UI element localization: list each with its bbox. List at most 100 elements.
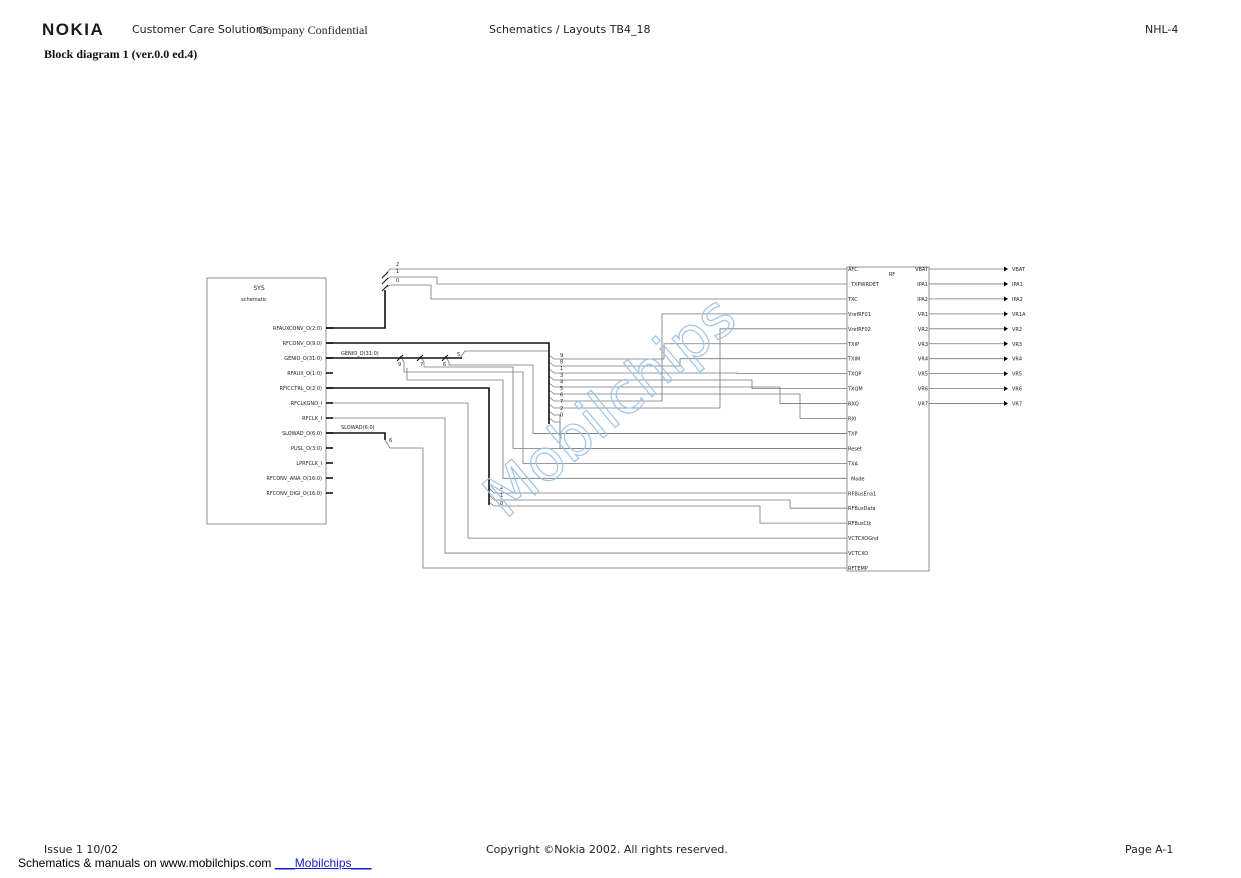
output-port-label: VR6 bbox=[1012, 387, 1022, 393]
rf-left-pin-label: TXPWRDET bbox=[850, 282, 880, 288]
bit-label: 9 bbox=[560, 353, 563, 359]
bit-label: 5 bbox=[560, 386, 563, 392]
rf-left-pin-label: TXA bbox=[847, 461, 858, 467]
rf-right-pin-label: VR2 bbox=[918, 327, 928, 333]
wire-rfconv-bit bbox=[548, 343, 847, 360]
sys-pin-label: LPRFCLK_I bbox=[296, 461, 322, 467]
rf-left-pin-label: Reset bbox=[848, 446, 862, 452]
bus-entry bbox=[381, 284, 389, 292]
mobilchips-link[interactable]: ___Mobilchips___ bbox=[274, 856, 372, 870]
header-department: Customer Care Solutions bbox=[132, 23, 269, 36]
wire-genio-5 bbox=[459, 350, 549, 359]
header-model: NHL-4 bbox=[1145, 23, 1179, 36]
output-arrow bbox=[1004, 386, 1008, 392]
sys-block-name: SYS bbox=[253, 285, 264, 292]
bit-label: 1 bbox=[396, 269, 399, 275]
wire-rfconv-bit bbox=[548, 313, 847, 402]
wire-genio-6 bbox=[444, 355, 847, 434]
bit-label: 6 bbox=[389, 438, 392, 444]
bit-label: 3 bbox=[560, 373, 563, 379]
wire-rfconv-bit bbox=[548, 382, 847, 404]
bus-rficctrl bbox=[326, 387, 490, 505]
footer-copyright: Copyright ©Nokia 2002. All rights reserv… bbox=[486, 843, 728, 856]
rf-left-pin-label: RFBusData bbox=[848, 506, 876, 512]
sys-block bbox=[206, 277, 327, 525]
rf-left-pins: AFCTXPWRDETTXCVrefRF01VrefRF02TXIPTXIMTX… bbox=[847, 267, 880, 572]
rf-right-pin-label: VR4 bbox=[918, 357, 928, 363]
sys-pins: RFAUXCONV_O(2:0)RFCONV_O(9:0)GENIO_O(31:… bbox=[266, 326, 333, 497]
sys-pin-label: RFCONV_O(9:0) bbox=[283, 341, 322, 347]
sys-block-kind: schematic bbox=[241, 297, 267, 303]
output-arrow bbox=[1004, 266, 1008, 272]
output-port-label: VR4 bbox=[1012, 357, 1022, 363]
rf-left-pin-label: RFBusEna1 bbox=[848, 491, 876, 497]
bus-rfauxconv bbox=[326, 290, 386, 329]
output-arrow bbox=[1004, 341, 1008, 347]
bus-slowad bbox=[326, 432, 386, 440]
output-port-label: IPA1 bbox=[1012, 282, 1023, 288]
bus-entry bbox=[381, 271, 389, 279]
wire-genio-9 bbox=[399, 355, 847, 464]
bit-label: 0 bbox=[500, 501, 503, 507]
sys-pin-label: RFICCTRL_O(2:0) bbox=[279, 386, 322, 392]
rf-block bbox=[846, 266, 930, 572]
wire-rfconv-bit bbox=[548, 389, 847, 419]
bit-label: 8 bbox=[560, 360, 563, 366]
bit-label: 0 bbox=[560, 412, 563, 418]
rf-right-pin-label: VR3 bbox=[918, 342, 928, 348]
rf-left-pin-label: RXQ bbox=[848, 402, 859, 408]
rf-left-pin-label: VrefRF01 bbox=[848, 312, 871, 318]
bus-entry bbox=[381, 277, 389, 285]
sys-pin-label: RFCLKGND_I bbox=[291, 401, 322, 407]
bit-label: 1 bbox=[560, 366, 563, 372]
rf-left-pin-label: TXIM bbox=[847, 357, 860, 363]
wire-genio-7 bbox=[419, 355, 847, 449]
rf-right-pin-label: IPA1 bbox=[917, 282, 928, 288]
wire-txc bbox=[384, 284, 847, 300]
bit-label: 7 bbox=[560, 399, 563, 405]
wire-vctcxo bbox=[326, 417, 847, 554]
wire-rfbusdata bbox=[488, 494, 847, 509]
bus-entry bbox=[441, 354, 449, 362]
bit-label: 1 bbox=[500, 493, 503, 499]
output-arrow bbox=[1004, 296, 1008, 302]
sys-pin-label: PUSL_O(3:0) bbox=[291, 446, 322, 452]
bit-label: 6 bbox=[560, 393, 563, 399]
rf-left-pin-label: RXI bbox=[848, 417, 856, 423]
wire-mode bbox=[406, 368, 847, 479]
output-arrow bbox=[1004, 326, 1008, 332]
rf-left-pin-label: RFTEMP bbox=[848, 566, 868, 572]
bit-label: 2 bbox=[500, 485, 503, 491]
wire-txpwrdet bbox=[384, 276, 847, 285]
output-port-label: VR7 bbox=[1012, 402, 1022, 408]
nokia-logo: NOKIA bbox=[42, 20, 105, 39]
rf-right-pin-label: VR7 bbox=[918, 402, 928, 408]
rf-left-pin-label: Mode bbox=[851, 476, 865, 482]
net-label-slowad: SLOWAD(6:0) bbox=[341, 425, 375, 431]
output-port-label: VR3 bbox=[1012, 342, 1022, 348]
wire-rfconv-bit bbox=[548, 358, 847, 367]
footer-issue: Issue 1 10/02 bbox=[44, 843, 119, 856]
rf-left-pin-label: TXIP bbox=[847, 342, 859, 348]
footer-source-text: Schematics & manuals on www.mobilchips.c… bbox=[18, 856, 272, 870]
sys-pin-label: RFCONV_DIGI_O(16:0) bbox=[266, 491, 322, 497]
rf-left-pin-label: VCTCXO bbox=[848, 551, 868, 557]
output-arrow bbox=[1004, 401, 1008, 407]
rf-left-pin-label: AFC bbox=[848, 267, 858, 273]
output-port-label: VBAT bbox=[1012, 267, 1026, 273]
rf-right-pin-label: VR1 bbox=[918, 312, 928, 318]
rf-left-pin-label: TXP bbox=[847, 431, 858, 437]
output-arrow bbox=[1004, 371, 1008, 377]
output-port-label: VR2 bbox=[1012, 327, 1022, 333]
rf-left-pin-label: TXQM bbox=[847, 387, 863, 393]
bus-rfconv bbox=[326, 342, 550, 424]
bit-label: 4 bbox=[560, 379, 563, 385]
rf-left-pin-label: VrefRF02 bbox=[848, 327, 871, 333]
wire-rfconv-bit bbox=[548, 375, 847, 390]
net-label-genio: GENIO_O(31:0) bbox=[341, 351, 379, 357]
wire-rfbusclk bbox=[488, 501, 847, 524]
output-port-label: VR5 bbox=[1012, 372, 1022, 378]
sys-pin-label: RFCLK_I bbox=[302, 416, 322, 422]
